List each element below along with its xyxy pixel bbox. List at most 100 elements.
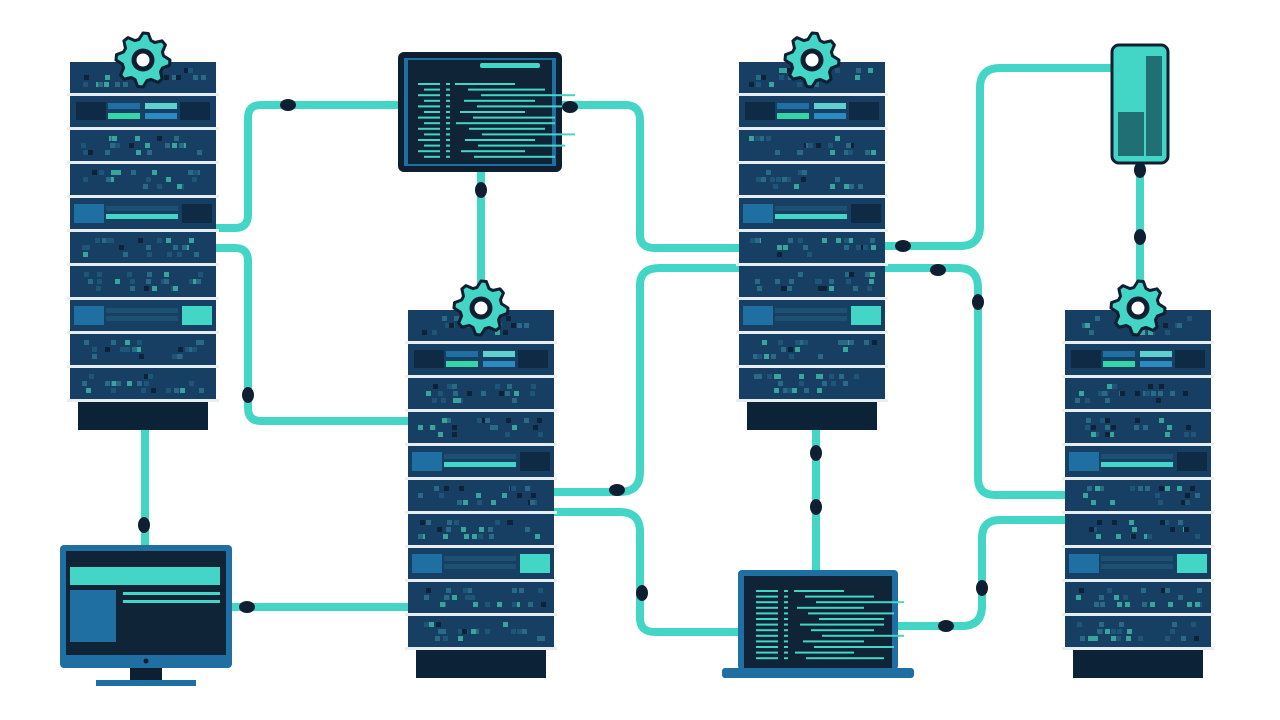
- code-line: [756, 590, 778, 592]
- rack-led: [515, 602, 520, 607]
- rack-led: [829, 279, 834, 284]
- rack-led: [1145, 486, 1150, 491]
- rack-led: [1134, 425, 1139, 430]
- rack-led: [196, 279, 201, 284]
- rack-led: [1114, 595, 1119, 600]
- rack-led: [798, 150, 803, 155]
- rack-led: [497, 602, 502, 607]
- rack-led: [1144, 534, 1149, 539]
- rack-panel: [412, 452, 442, 471]
- rack-led: [438, 432, 443, 437]
- rack-led: [437, 527, 442, 532]
- rack-led: [442, 418, 447, 423]
- rack-rail: [1062, 647, 1214, 650]
- rack-led: [517, 323, 522, 328]
- rack-led: [761, 177, 766, 182]
- rack-led: [505, 432, 510, 437]
- rack-unit: [70, 368, 216, 399]
- rack-bar: [145, 113, 177, 119]
- rack-rail: [736, 93, 888, 96]
- smartphone-icon: [1110, 43, 1170, 165]
- rack-rail: [405, 579, 557, 582]
- rack-led: [88, 150, 93, 155]
- cables: [141, 64, 1144, 636]
- code-line: [756, 601, 778, 604]
- rack-led: [109, 238, 114, 243]
- rack-led: [775, 150, 780, 155]
- rack-led: [119, 245, 124, 250]
- rack-led: [435, 636, 440, 641]
- rack-led: [779, 75, 784, 80]
- rack-led: [849, 143, 854, 148]
- code-line: [477, 105, 565, 108]
- rack-led: [755, 136, 760, 141]
- rack-led: [489, 534, 494, 539]
- rack-led: [1080, 636, 1085, 641]
- cable-connector: [1134, 229, 1146, 245]
- rack-led: [1096, 534, 1101, 539]
- rack-led: [111, 388, 116, 393]
- rack-led: [439, 493, 444, 498]
- rack-panel: [849, 102, 879, 120]
- rack-led: [457, 500, 462, 505]
- rack-led: [418, 425, 423, 430]
- code-line: [756, 623, 778, 626]
- rack-led: [166, 238, 171, 243]
- rack-led: [782, 177, 787, 182]
- rack-led: [1195, 602, 1200, 607]
- rack-led: [1138, 636, 1143, 641]
- code-line: [418, 116, 440, 119]
- rack-led: [753, 354, 758, 359]
- rack-led: [193, 75, 198, 80]
- rack-led: [766, 136, 771, 141]
- rack-led: [508, 520, 513, 525]
- rack-led: [511, 486, 516, 491]
- rack-led: [1075, 398, 1080, 403]
- rack-led: [788, 238, 793, 243]
- rack-led: [430, 425, 435, 430]
- rack-led: [1099, 486, 1104, 491]
- rack-led: [1170, 527, 1175, 532]
- rack-led: [446, 588, 451, 593]
- rack-led: [789, 354, 794, 359]
- rack-rail: [736, 399, 888, 402]
- rack-rail: [736, 161, 888, 164]
- rack-led: [172, 143, 177, 148]
- rack-led: [844, 150, 849, 155]
- rack-led: [1093, 636, 1098, 641]
- rack-led: [433, 384, 438, 389]
- rack-led: [84, 272, 89, 277]
- rack-led: [470, 595, 475, 600]
- rack-led: [137, 340, 142, 345]
- rack-led: [105, 150, 110, 155]
- rack-led: [512, 398, 517, 403]
- rack-led: [147, 150, 152, 155]
- rack-rail: [405, 443, 557, 446]
- rack-led: [822, 238, 827, 243]
- rack-led: [473, 602, 478, 607]
- rack-unit: [408, 616, 554, 647]
- monitor-line: [123, 600, 220, 603]
- rack-led: [1099, 595, 1104, 600]
- rack-led: [514, 391, 519, 396]
- rack-led: [179, 143, 184, 148]
- rack-bar: [777, 113, 809, 119]
- rack-panel: [1177, 554, 1207, 573]
- rack-led: [495, 384, 500, 389]
- code-line: [446, 94, 450, 97]
- rack-led: [792, 388, 797, 393]
- cable: [212, 244, 412, 425]
- rack-led: [137, 381, 142, 386]
- rack-led: [189, 279, 194, 284]
- rack-bar: [106, 308, 178, 313]
- monitor-sidebar: [70, 590, 116, 642]
- rack-panel: [851, 306, 881, 325]
- rack-led: [450, 384, 455, 389]
- rack-led: [783, 245, 788, 250]
- rack-led: [531, 384, 536, 389]
- rack-led: [447, 520, 452, 525]
- rack-led: [844, 184, 849, 189]
- rack-led: [836, 238, 841, 243]
- rack-led: [1183, 391, 1188, 396]
